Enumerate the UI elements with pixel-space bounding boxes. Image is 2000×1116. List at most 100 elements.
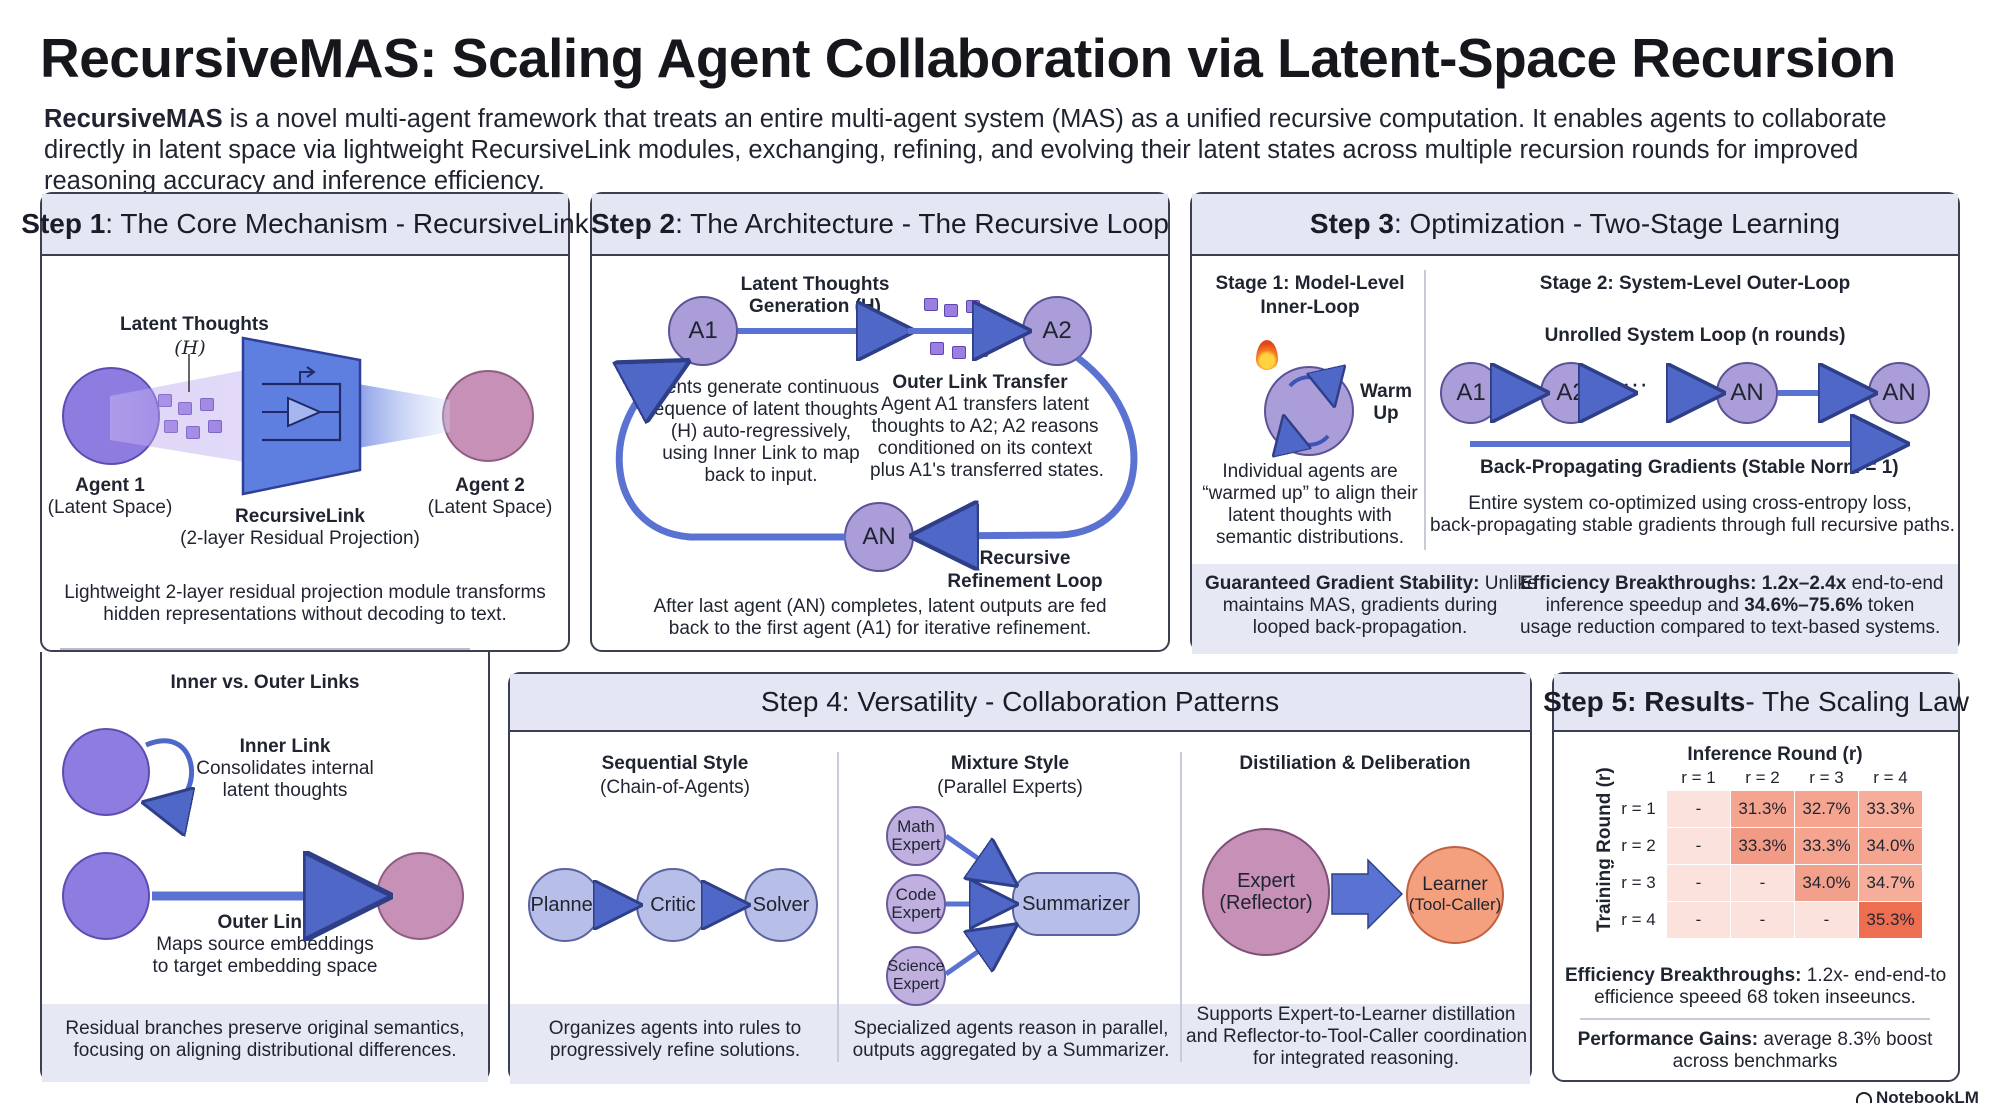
unrolled-ellipsis: ··· [1622, 368, 1648, 398]
heatmap-cell: - [1730, 900, 1795, 939]
inner-link-name: Inner Link [239, 736, 331, 757]
step4-head-text: Step 4: Versatility - Collaboration Patt… [760, 686, 1280, 717]
summarizer-label: Summarizer [1022, 892, 1130, 915]
latent-square [200, 398, 214, 411]
efficiency-line2-a: inference speedup and [1545, 595, 1745, 616]
brand-logo-icon [1856, 1092, 1872, 1103]
step2-header: Step 2: The Architecture - The Recursive… [591, 194, 1169, 256]
gradient-stability-rest: Unlike [1479, 573, 1538, 594]
olt-line4: plus A1's transferred states. [870, 460, 1104, 481]
flame-icon [1256, 340, 1278, 370]
sequential-desc2: progressively refine solutions. [549, 1040, 801, 1061]
stage1-desc2: “warmed up” to align their [1202, 483, 1418, 504]
inner-outer-title: Inner vs. Outer Links [170, 672, 360, 693]
heatmap-col-header: r = 2 [1745, 767, 1780, 787]
distillation-desc1: Supports Expert-to-Learner distillation [1196, 1004, 1516, 1025]
unrolled-node-an2-label: AN [1882, 379, 1916, 406]
inner-link-desc2: latent thoughts [222, 780, 348, 801]
latent-square [974, 344, 988, 357]
outer-link-desc1: Maps source embeddings [156, 934, 374, 955]
outer-source-circle [62, 852, 150, 940]
rrl-line2: Refinement Loop [947, 571, 1103, 592]
scaling-heatmap: r = 1 r = 2 r = 3 r = 4 r = 1 - 31.3% 32… [1610, 766, 1923, 939]
recursivelink-sub: (2-layer Residual Projection) [180, 528, 420, 549]
math-expert-l2: Expert [891, 835, 941, 854]
gradient-stability-line3: looped back-propagation. [1252, 617, 1468, 638]
heatmap-cell: 33.3% [1730, 826, 1795, 865]
step5-header: Step 5: Results - The Scaling Law [1543, 674, 1969, 732]
unrolled-node-a1-label: A1 [1456, 379, 1486, 406]
gen-label1: Latent Thoughts [740, 274, 890, 295]
outer-target-circle [376, 852, 464, 940]
heatmap-row-label: r = 3 [1610, 863, 1667, 902]
code-expert-l1: Code [895, 885, 937, 904]
step2-left-line4: using Inner Link to map [662, 443, 860, 464]
backprop-label: Back-Propagating Gradients (Stable Norm … [1480, 457, 1899, 478]
gen-label2: Generation (H) [749, 296, 881, 317]
intro-body: is a novel multi-agent framework that tr… [44, 105, 1887, 195]
latent-square [966, 300, 980, 313]
step4-divider-b [1180, 752, 1182, 1062]
planner-node: Planner [528, 868, 602, 942]
step1-divider [60, 648, 470, 650]
heatmap-cell: 34.0% [1794, 863, 1859, 902]
latent-square [952, 346, 966, 359]
heatmap-cell: - [1666, 789, 1731, 828]
stage1-title1: Stage 1: Model-Level [1215, 273, 1405, 294]
critic-node: Critic [636, 868, 710, 942]
agent-an-label: AN [862, 523, 896, 550]
latent-square [178, 402, 192, 415]
solver-label: Solver [752, 893, 810, 916]
heatmap-cell: 31.3% [1730, 789, 1795, 828]
stage2-title: Stage 2: System-Level Outer-Loop [1539, 273, 1851, 294]
science-expert-l1: Science [887, 958, 945, 975]
unrolled-node-an2: AN [1868, 362, 1930, 424]
distillation-desc3: for integrated reasoning. [1253, 1048, 1459, 1069]
step5-perf-line1: Performance Gains: average 8.3% boost [1565, 1029, 1945, 1051]
heatmap-row: r = 3 - - 34.0% 34.7% [1610, 863, 1923, 902]
step4-header: Step 4: Versatility - Collaboration Patt… [510, 674, 1530, 732]
agent-a2-label: A2 [1042, 317, 1072, 344]
latent-square [944, 304, 958, 317]
step5-perf-bold: Performance Gains: [1577, 1029, 1759, 1050]
inner-link-circle [62, 728, 150, 816]
agent-a1-node: A1 [668, 296, 738, 366]
agent-a1-label: A1 [688, 317, 718, 344]
solver-node: Solver [744, 868, 818, 942]
latent-square [164, 420, 178, 433]
warmup-circle [1264, 366, 1354, 456]
step3-head-bold: Step 3 [1309, 208, 1394, 239]
heatmap-cell: 34.0% [1858, 826, 1923, 865]
stage1-desc4: semantic distributions. [1216, 527, 1404, 548]
gradient-stability-line2: maintains MAS, gradients during [1222, 595, 1498, 616]
efficiency-line3: usage reduction compared to text-based s… [1520, 617, 1941, 638]
step2-left-line5: back to input. [704, 465, 818, 486]
efficiency-rest: end-to-end [1846, 573, 1944, 594]
heatmap-cell: 32.7% [1794, 789, 1859, 828]
heatmap-row-label: r = 2 [1610, 826, 1667, 865]
latent-square [930, 342, 944, 355]
learner-l2: (Tool-Caller) [1408, 895, 1502, 914]
heatmap-cell: - [1666, 900, 1731, 939]
inner-outer-foot-band [42, 1004, 488, 1082]
latent-square [158, 394, 172, 407]
outer-link-name: Outer Link [217, 912, 313, 933]
step2-left-line1: Agents generate continuous [642, 377, 880, 398]
efficiency-line1: Efficiency Breakthroughs: 1.2x–2.4x end-… [1520, 573, 1944, 595]
mixture-sub: (Parallel Experts) [937, 777, 1083, 798]
stage1-desc1: Individual agents are [1222, 461, 1398, 482]
step5-eff-rest: 1.2x- end-end-to [1801, 965, 1947, 986]
latent-h-symbol: (H) [174, 337, 206, 359]
heatmap-col-header: r = 3 [1809, 767, 1844, 787]
step3-head-rest: : Optimization - Two-Stage Learning [1393, 208, 1841, 239]
sequential-desc1: Organizes agents into rules to [548, 1018, 802, 1039]
heatmap-cell: 35.3% [1858, 900, 1923, 939]
step5-eff-bold: Efficiency Breakthroughs: [1565, 965, 1802, 986]
math-expert-l1: Math [897, 817, 935, 836]
heatmap-cell: - [1794, 900, 1859, 939]
step5-perf-rest: average 8.3% boost [1758, 1029, 1933, 1050]
step2-foot-line2: back to the first agent (A1) for iterati… [668, 618, 1092, 639]
warmup-label1: Warm [1359, 381, 1413, 402]
step5-eff-line1: Efficiency Breakthroughs: 1.2x- end-end-… [1565, 965, 1947, 987]
